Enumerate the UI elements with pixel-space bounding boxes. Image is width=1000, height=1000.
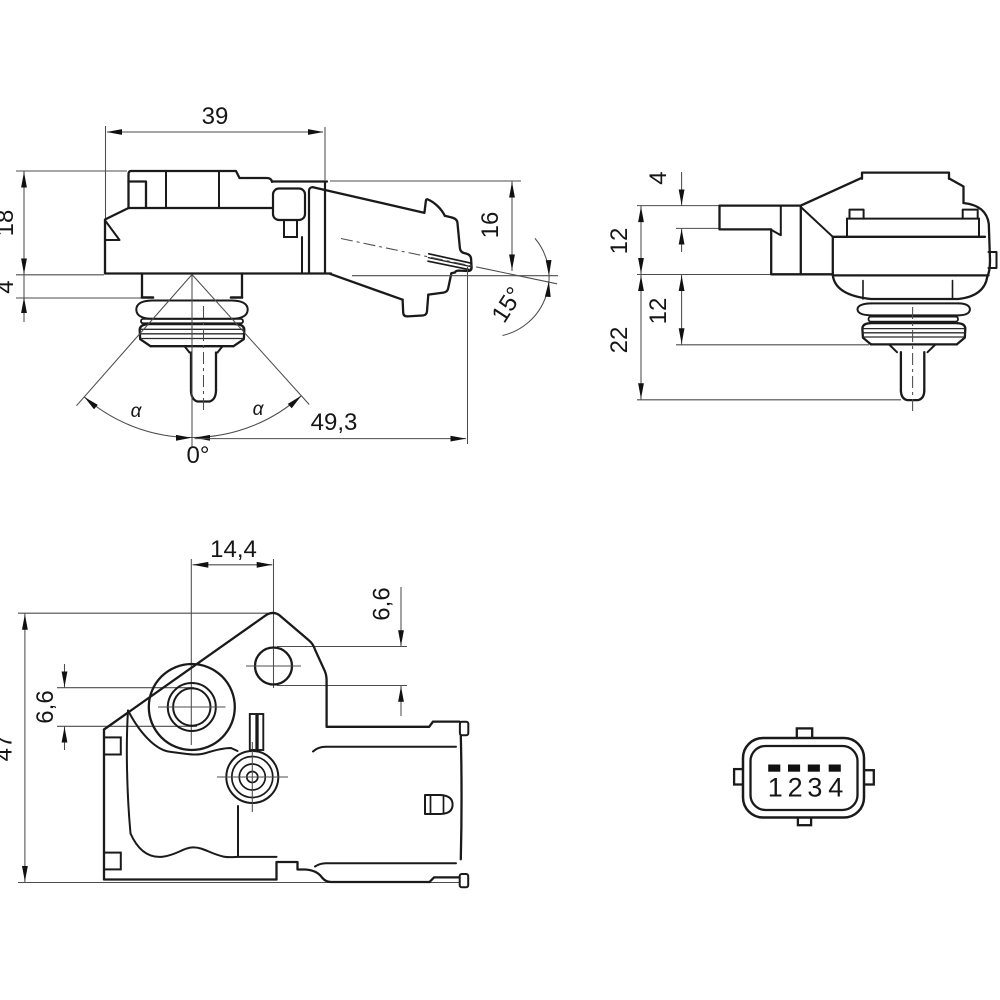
svg-text:16: 16 <box>477 212 504 239</box>
svg-text:14,4: 14,4 <box>210 536 257 563</box>
svg-text:4: 4 <box>645 171 672 184</box>
svg-text:39: 39 <box>202 103 229 130</box>
svg-text:12: 12 <box>606 228 633 255</box>
svg-text:α: α <box>253 399 265 420</box>
svg-text:6,6: 6,6 <box>369 587 396 620</box>
svg-text:α: α <box>131 401 143 422</box>
svg-text:0°: 0° <box>187 442 210 469</box>
svg-text:2: 2 <box>788 773 803 803</box>
svg-text:47: 47 <box>0 735 18 762</box>
svg-text:18: 18 <box>0 210 19 237</box>
svg-text:3: 3 <box>807 773 822 803</box>
svg-text:12: 12 <box>645 298 672 325</box>
svg-text:4: 4 <box>0 280 19 293</box>
svg-text:49,3: 49,3 <box>311 409 358 436</box>
svg-text:22: 22 <box>606 327 633 354</box>
svg-text:1: 1 <box>768 773 783 803</box>
svg-text:4: 4 <box>828 773 843 803</box>
svg-text:6,6: 6,6 <box>32 690 59 723</box>
